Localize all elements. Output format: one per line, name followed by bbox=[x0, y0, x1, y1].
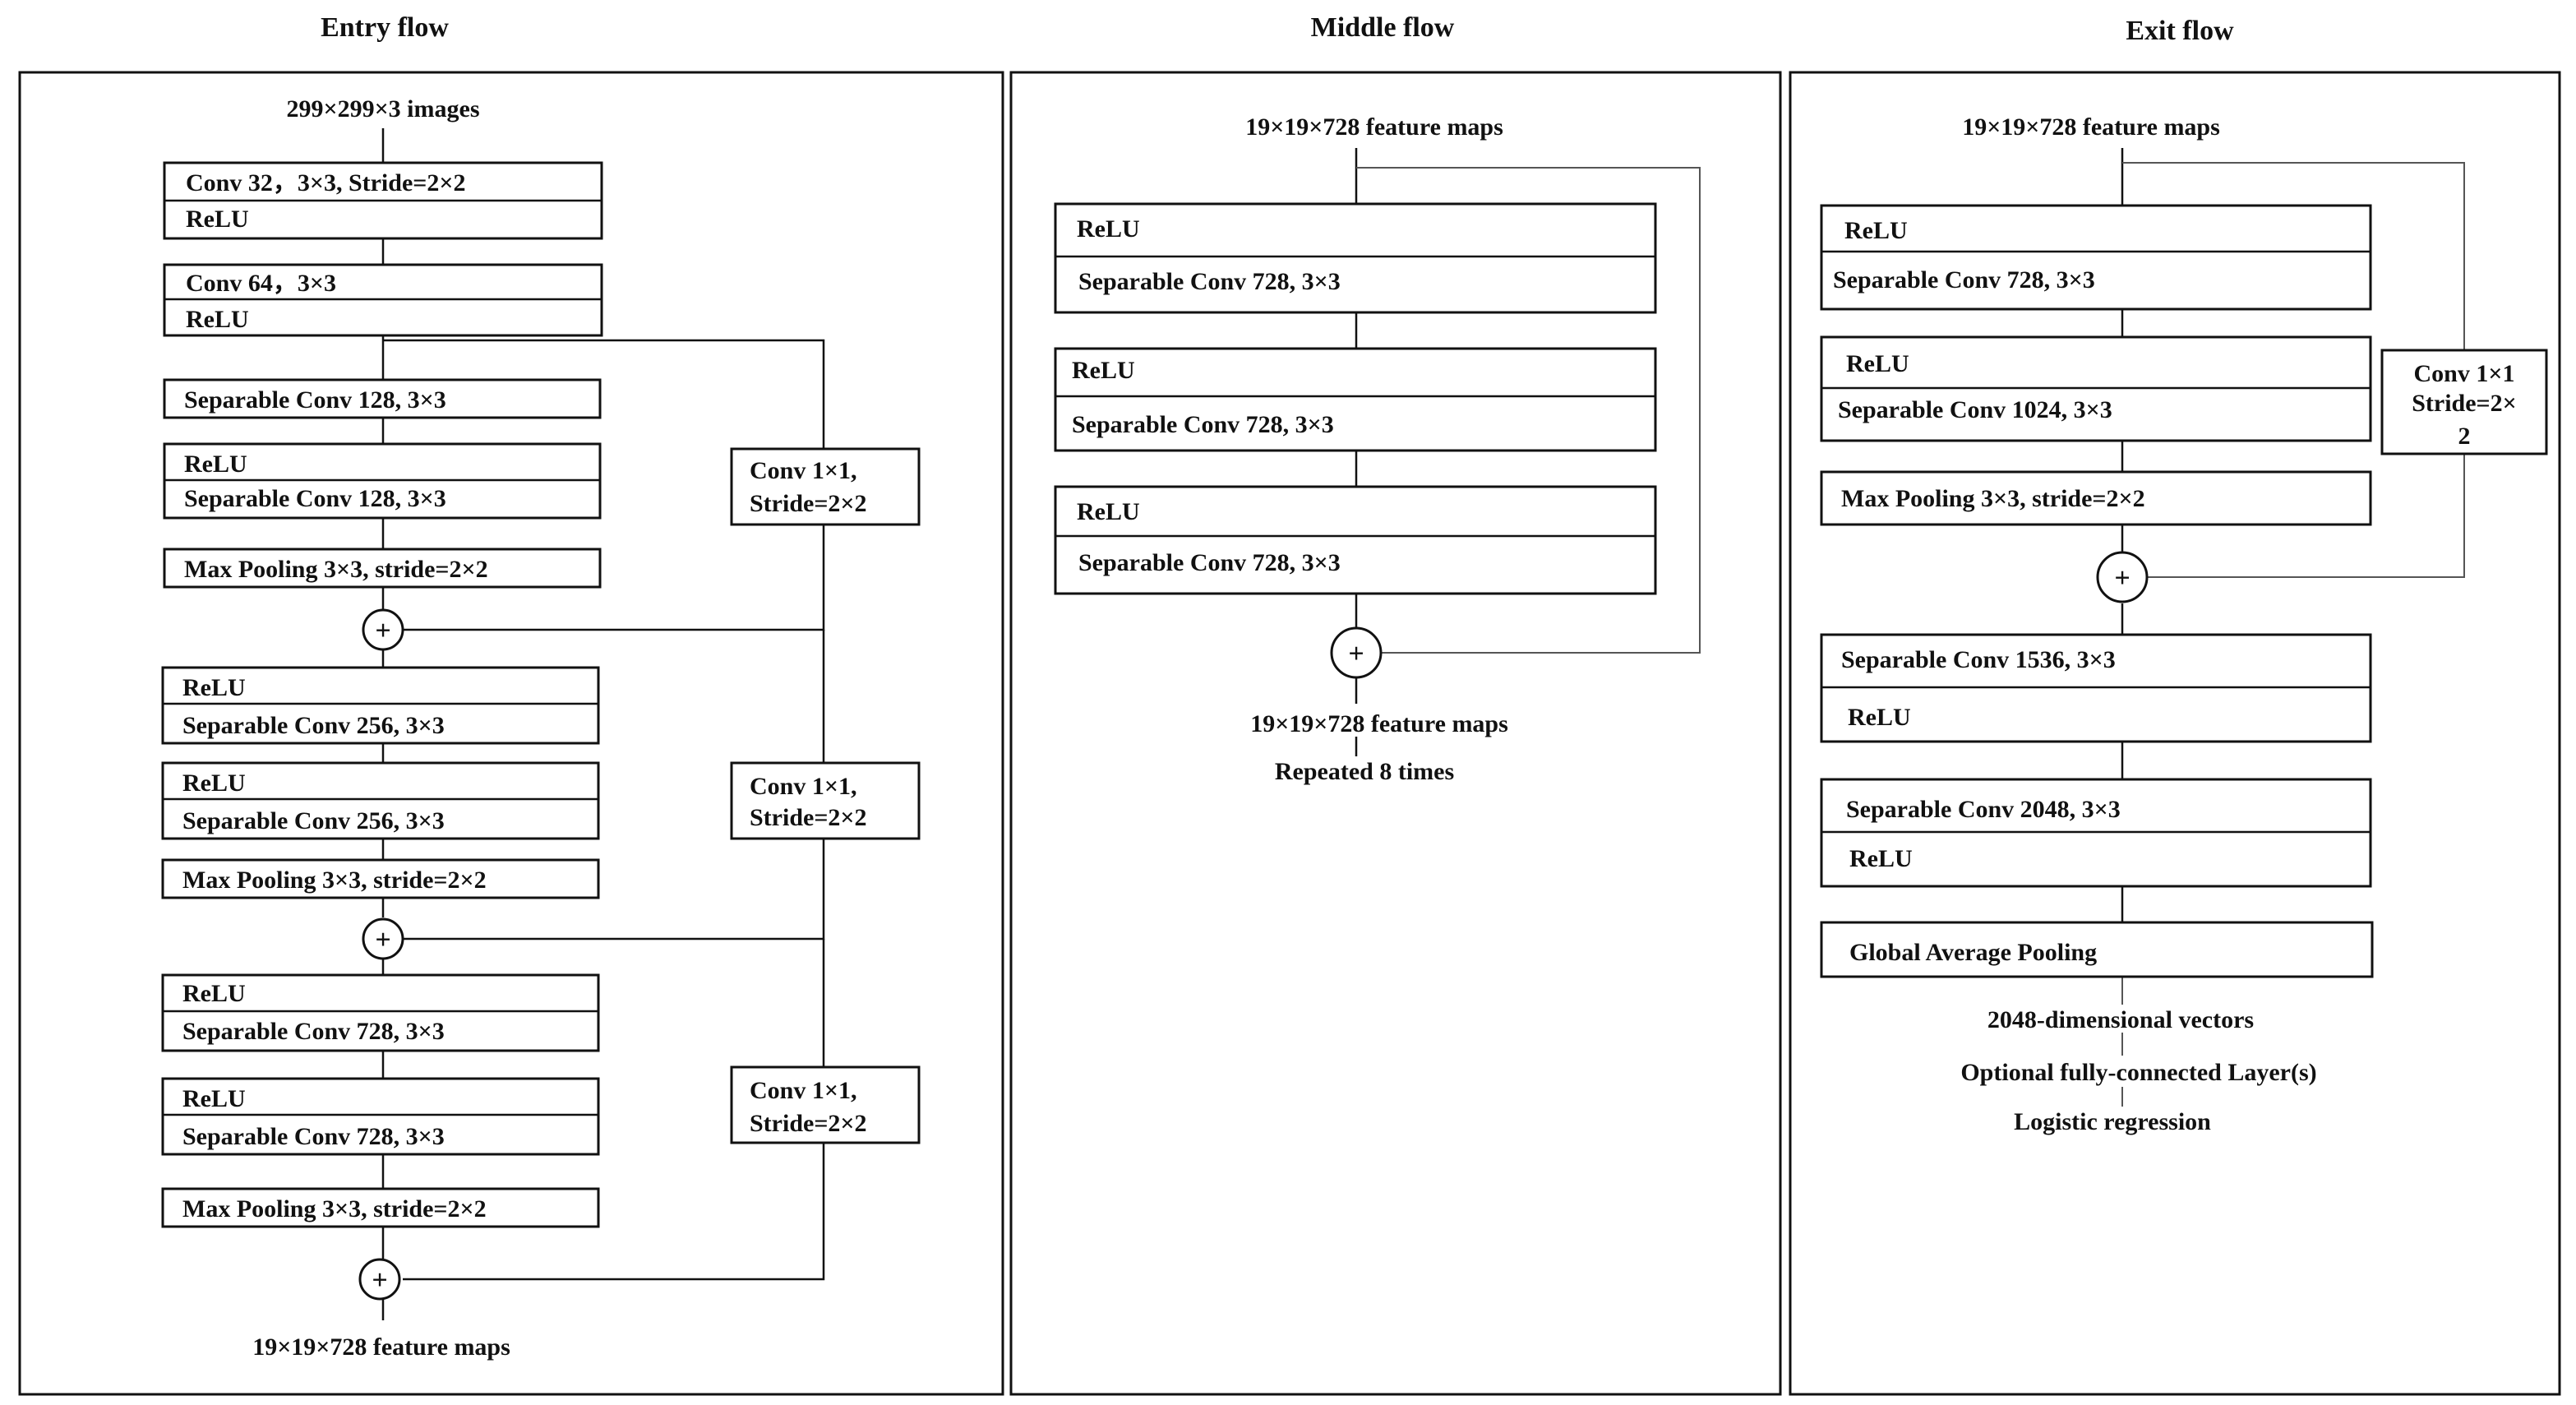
entry-skip-conv-label: Conv 1×1, bbox=[750, 773, 856, 800]
middle-relu-label: ReLU bbox=[1077, 215, 1140, 243]
exit-global-avg-pool-block bbox=[1820, 921, 2374, 978]
exit-flow-title: Exit flow bbox=[2126, 16, 2234, 46]
entry-relu-label: ReLU bbox=[184, 451, 247, 478]
entry-maxpool-block bbox=[163, 548, 602, 589]
exit-sepconv728-label: Separable Conv 728, 3×3 bbox=[1833, 266, 2095, 293]
entry-flow-title: Entry flow bbox=[321, 12, 449, 43]
middle-sepconv-label: Separable Conv 728, 3×3 bbox=[1078, 268, 1341, 295]
entry-conv64-relu-label: ReLU bbox=[186, 306, 249, 333]
plus-symbol: + bbox=[2114, 563, 2130, 594]
entry-sepconv128-block bbox=[163, 378, 602, 419]
middle-sepconv-label: Separable Conv 728, 3×3 bbox=[1078, 549, 1341, 576]
exit-skip-path bbox=[2122, 162, 2465, 350]
entry-relu-label: ReLU bbox=[182, 1085, 246, 1112]
add-node: + bbox=[362, 917, 404, 960]
exit-relu-label: ReLU bbox=[1848, 704, 1911, 731]
exit-flow-frame bbox=[1789, 71, 2561, 1396]
entry-sepconv728-label: Separable Conv 728, 3×3 bbox=[182, 1018, 445, 1045]
middle-sepconv-label: Separable Conv 728, 3×3 bbox=[1072, 411, 1334, 438]
entry-skip-stride-label: Stride=2×2 bbox=[750, 1110, 867, 1137]
middle-relu-label: ReLU bbox=[1072, 357, 1135, 384]
plus-symbol: + bbox=[372, 1265, 387, 1296]
add-node: + bbox=[358, 1258, 401, 1301]
entry-skip-stride-label: Stride=2×2 bbox=[750, 490, 867, 517]
exit-maxpool-block bbox=[1820, 470, 2372, 526]
entry-skip-conv-label: Conv 1×1, bbox=[750, 1077, 856, 1104]
entry-conv64-label: Conv 64，3×3 bbox=[186, 270, 336, 297]
entry-skip-conv-block bbox=[730, 1065, 921, 1144]
add-node: + bbox=[1330, 626, 1383, 679]
exit-input-label: 19×19×728 feature maps bbox=[1962, 113, 2220, 141]
middle-relu-sepconv-block bbox=[1054, 347, 1657, 452]
exit-maxpool-label: Max Pooling 3×3, stride=2×2 bbox=[1841, 485, 2145, 512]
exit-relu-label: ReLU bbox=[1846, 350, 1909, 377]
exit-flow-panel: Exit flow 19×19×728 feature maps ReLU Se… bbox=[1789, 16, 2561, 1396]
entry-relu-sepconv256-block bbox=[161, 666, 600, 745]
plus-symbol: + bbox=[375, 925, 390, 955]
add-node: + bbox=[362, 608, 404, 651]
exit-skip-conv-label: Conv 1×1 bbox=[2414, 360, 2515, 387]
middle-input-label: 19×19×728 feature maps bbox=[1245, 113, 1503, 141]
middle-repeat-label: Repeated 8 times bbox=[1275, 758, 1454, 785]
entry-sepconv256-label: Separable Conv 256, 3×3 bbox=[182, 807, 445, 834]
exit-relu-label: ReLU bbox=[1849, 845, 1913, 872]
entry-relu-label: ReLU bbox=[182, 674, 246, 701]
entry-sepconv256-label: Separable Conv 256, 3×3 bbox=[182, 712, 445, 739]
entry-maxpool-label: Max Pooling 3×3, stride=2×2 bbox=[184, 556, 488, 583]
entry-relu-label: ReLU bbox=[182, 980, 246, 1007]
entry-flow-frame bbox=[18, 71, 1004, 1396]
exit-vectors-label: 2048-dimensional vectors bbox=[1987, 1006, 2254, 1033]
exit-skip-path bbox=[2144, 454, 2465, 578]
exit-logistic-label: Logistic regression bbox=[2014, 1108, 2211, 1135]
entry-maxpool-label: Max Pooling 3×3, stride=2×2 bbox=[182, 867, 487, 894]
entry-relu-sepconv728-block bbox=[161, 1077, 600, 1156]
entry-input-label: 299×299×3 images bbox=[286, 95, 479, 122]
middle-flow-title: Middle flow bbox=[1311, 12, 1455, 43]
entry-conv32-relu-label: ReLU bbox=[186, 206, 249, 233]
exit-sepconv1536-label: Separable Conv 1536, 3×3 bbox=[1841, 646, 2116, 673]
exit-skip-conv-block bbox=[2380, 349, 2548, 455]
entry-maxpool-block bbox=[161, 858, 600, 899]
middle-flow-panel: Middle flow 19×19×728 feature maps ReLU … bbox=[1009, 12, 1782, 1396]
entry-skip-stride-label: Stride=2×2 bbox=[750, 804, 867, 831]
entry-skip-conv-block bbox=[730, 447, 921, 526]
entry-skip-conv-label: Conv 1×1, bbox=[750, 457, 856, 484]
entry-skip-path bbox=[403, 939, 825, 1281]
exit-fc-label: Optional fully-connected Layer(s) bbox=[1960, 1059, 2316, 1086]
add-node: + bbox=[2096, 551, 2149, 603]
exit-relu-sepconv728-block bbox=[1820, 204, 2372, 311]
exit-sepconv1024-label: Separable Conv 1024, 3×3 bbox=[1838, 396, 2112, 423]
entry-conv32-label: Conv 32，3×3, Stride=2×2 bbox=[186, 169, 465, 196]
entry-relu-label: ReLU bbox=[182, 770, 246, 797]
exit-sepconv2048-label: Separable Conv 2048, 3×3 bbox=[1846, 796, 2121, 823]
entry-maxpool-block bbox=[161, 1187, 600, 1228]
middle-flow-frame bbox=[1009, 71, 1782, 1396]
plus-symbol: + bbox=[1348, 639, 1364, 669]
middle-skip-path bbox=[1356, 167, 1701, 654]
exit-relu-label: ReLU bbox=[1844, 217, 1908, 244]
exit-global-avg-pool-label: Global Average Pooling bbox=[1849, 939, 2097, 966]
entry-flow-panel: Entry flow 299×299×3 images Conv 32，3×3,… bbox=[18, 12, 1004, 1396]
plus-symbol: + bbox=[375, 616, 390, 646]
exit-skip-stride-label: 2 bbox=[2458, 423, 2471, 450]
entry-skip-conv-block bbox=[730, 761, 921, 840]
entry-sepconv128-label: Separable Conv 128, 3×3 bbox=[184, 485, 446, 512]
entry-sepconv128-label: Separable Conv 128, 3×3 bbox=[184, 386, 446, 414]
middle-output-label: 19×19×728 feature maps bbox=[1250, 710, 1508, 737]
middle-relu-sepconv-block bbox=[1054, 202, 1657, 314]
entry-output-label: 19×19×728 feature maps bbox=[252, 1333, 510, 1361]
middle-relu-sepconv-block bbox=[1054, 485, 1657, 595]
entry-maxpool-label: Max Pooling 3×3, stride=2×2 bbox=[182, 1195, 487, 1222]
entry-relu-sepconv728-block bbox=[161, 973, 600, 1052]
entry-relu-sepconv256-block bbox=[161, 761, 600, 840]
exit-skip-stride-label: Stride=2× bbox=[2412, 390, 2517, 417]
middle-relu-label: ReLU bbox=[1077, 498, 1140, 525]
entry-sepconv728-label: Separable Conv 728, 3×3 bbox=[182, 1123, 445, 1150]
